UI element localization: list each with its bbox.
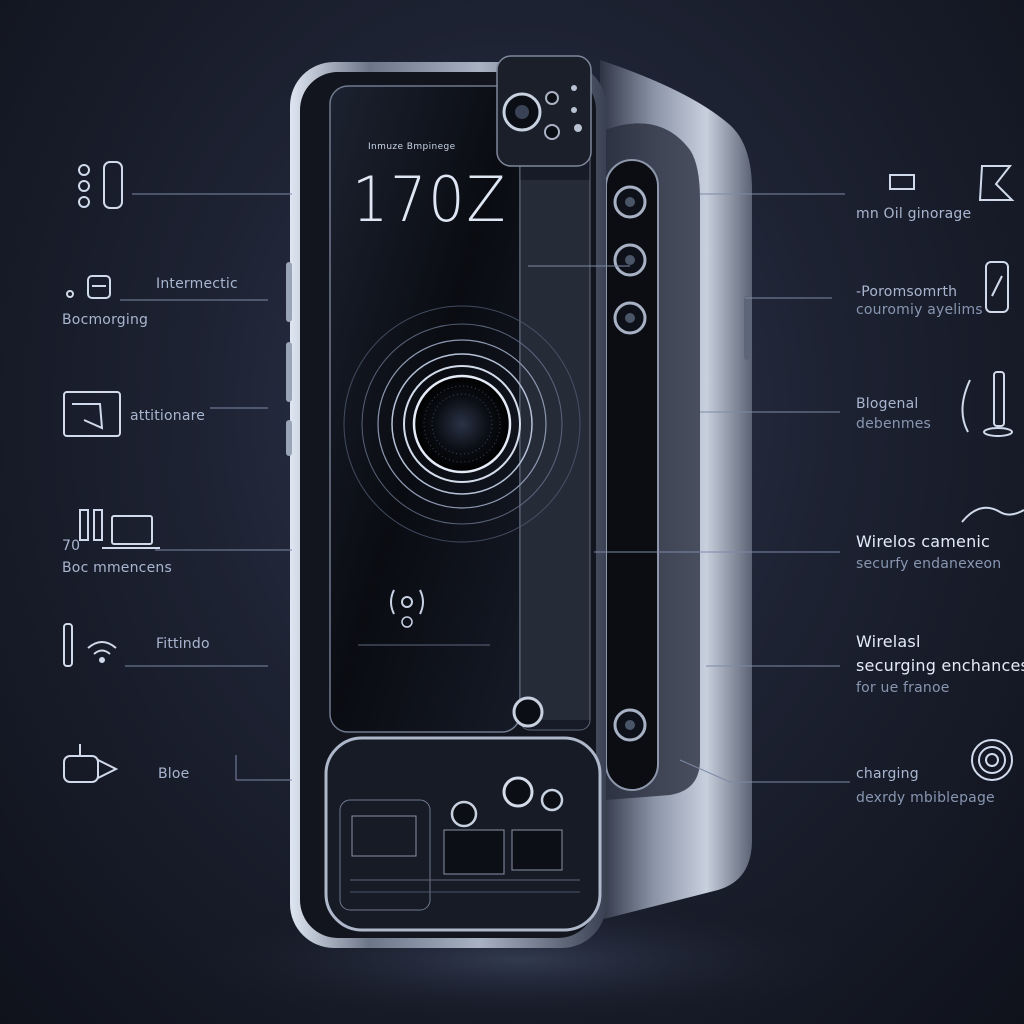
label-wireless-charge: Wirelasl [856,632,921,651]
label-attitionare: attitionare [130,408,206,424]
leader-lines-left [120,193,292,781]
circuit-panel [324,736,602,932]
battery-stack-icon [78,161,123,209]
label-blogenal-sub: debenmes [856,416,932,432]
label-boc-prefix: 70 [62,538,81,554]
leader-lines-right [528,193,850,783]
signal-icon [358,589,490,646]
label-charging-sub: dexrdy mbiblepage [856,790,995,806]
screen-title: Inmuze Bmpinege [368,142,456,152]
phone-back-body [600,60,752,920]
camera-module [496,55,592,167]
label-wireless-charge-sub: securging enchances [856,656,1024,675]
wifi-icon [63,623,117,667]
bottom-lens [512,696,544,728]
label-wireless-cam: Wirelos camenic [856,532,991,551]
label-charging: charging [856,766,919,782]
hourglass-icon [889,165,1015,201]
label-storage: mn Oil ginorage [856,206,972,222]
laptop-icon [79,509,160,549]
label-wireless-charge-sub2: for ue franoe [856,680,950,696]
stand-icon [961,371,1013,437]
label-bloe: Bloe [158,766,190,782]
label-intermetic: Intermectic [156,276,238,292]
label-fitfindo: Fittindo [156,636,210,652]
label-boc: Boc mmencens [62,560,172,576]
label-wireless-cam-sub: securfy endanexeon [856,556,1002,572]
phone-outline-icon [985,261,1009,313]
wireless-coil-graphic [343,305,581,543]
label-intermetic-sub: Bocmorging [62,312,149,328]
label-poromsomin: -Poromsomrth [856,284,958,300]
screen-clock: 170Z [352,163,508,236]
display-monitor-icon [63,391,121,437]
label-blogenal: Blogenal [856,396,919,412]
plug-icon [63,744,119,783]
wave-icon [961,506,1024,523]
label-poromsomin-sub: couromiy ayelims [856,302,983,318]
coil-icon [971,739,1013,781]
card-icon [66,275,111,299]
